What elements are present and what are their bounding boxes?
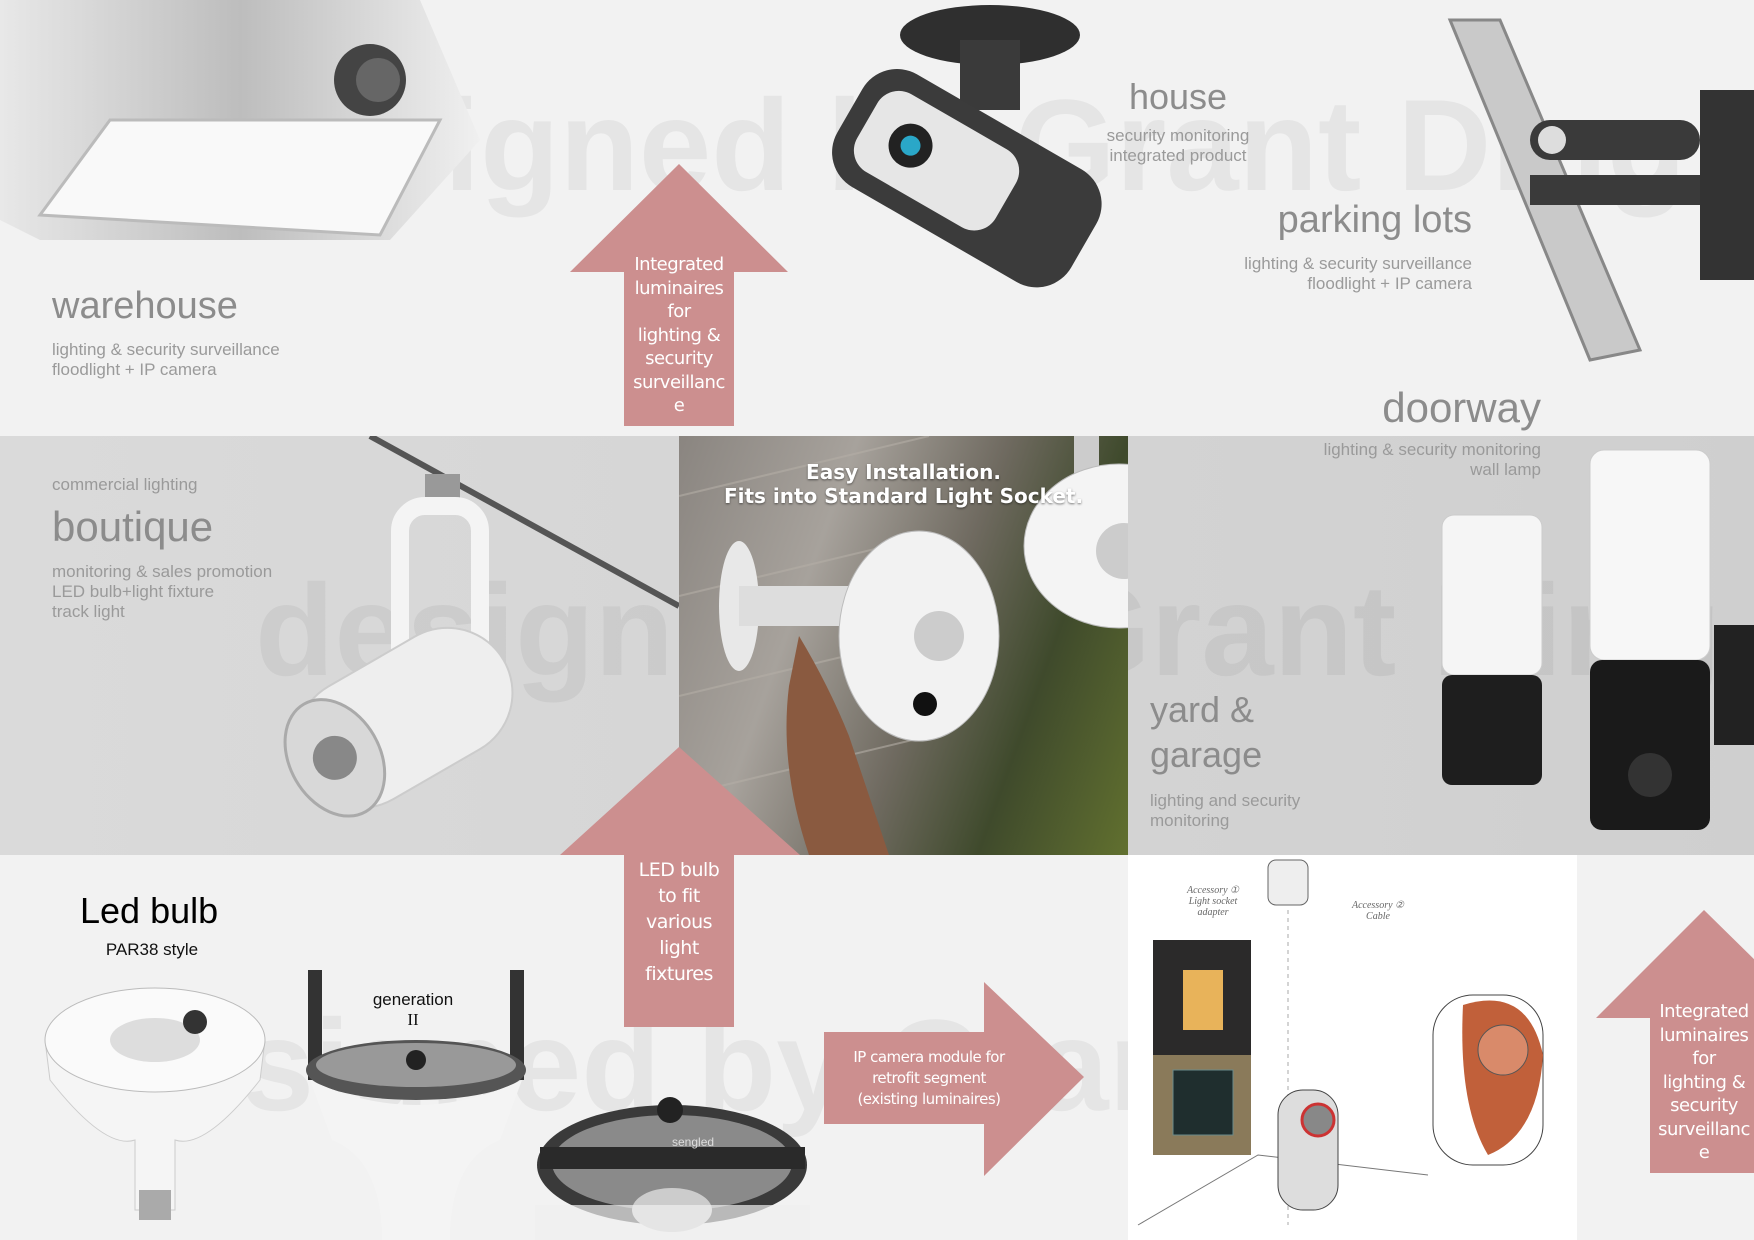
arrow-text-integrated: Integrated luminaires for lighting & sec… — [624, 253, 734, 418]
arrow-line: luminaires — [1659, 1024, 1749, 1046]
arrow-line: light — [659, 937, 699, 959]
up-arrow-integrated — [570, 164, 788, 426]
arrow-line: security — [1670, 1095, 1738, 1116]
arrow-text-integrated-right: Integrated luminaires for lighting & sec… — [1650, 1000, 1754, 1165]
arrow-line: security — [645, 348, 713, 369]
yard-garage-title: yard & garage — [1150, 687, 1262, 777]
arrow-line: surveillanc — [1658, 1118, 1750, 1140]
up-arrow-integrated-right — [1596, 910, 1754, 1173]
installation-caption: Easy Installation. Fits into Standard Li… — [679, 460, 1128, 508]
arrow-text-ip-camera: IP camera module for retrofit segment (e… — [824, 1047, 1034, 1110]
house-title: house — [1128, 76, 1228, 117]
arrow-line: lighting & — [1662, 1071, 1746, 1093]
sketch-panel: Accessory ① Light socket adapter Accesso… — [1128, 855, 1577, 1240]
arrow-line: e — [673, 395, 685, 416]
doorway-title: doorway — [1382, 384, 1541, 431]
arrow-line: (existing luminaires) — [857, 1090, 1001, 1108]
warehouse-subtitle: lighting & security surveillance floodli… — [52, 340, 280, 379]
led-bulb-subtitle: PAR38 style — [105, 940, 199, 959]
right-arrow-ip-camera — [824, 982, 1084, 1176]
boutique-kicker: commercial lighting — [52, 475, 198, 494]
generation-label: generation II — [353, 990, 473, 1030]
installation-line2: Fits into Standard Light Socket. — [723, 484, 1084, 508]
sketch-note-accessory2: Accessory ② Cable — [1343, 900, 1413, 922]
generation-number: II — [407, 1010, 419, 1029]
bulb-top-view-image — [535, 1097, 810, 1240]
installation-photo: Easy Installation. Fits into Standard Li… — [679, 436, 1128, 855]
arrow-line: IP camera module for — [853, 1048, 1005, 1066]
arrow-line: fixtures — [645, 963, 713, 985]
doorway-subtitle: lighting & security monitoring wall lamp — [1323, 440, 1541, 479]
boutique-title: boutique — [52, 503, 214, 550]
accessory1-label: Accessory ① — [1186, 885, 1239, 896]
parking-lots-subtitle: lighting & security surveillance floodli… — [1244, 254, 1472, 293]
sketch-note-accessory1: Accessory ① Light socket adapter — [1178, 885, 1248, 918]
arrow-line: various — [645, 911, 713, 933]
arrow-line: Integrated — [634, 254, 724, 275]
arrow-text-led-bulb: LED bulb to fit various light fixtures — [624, 857, 734, 987]
arrow-line: LED bulb — [638, 859, 720, 881]
arrow-line: for — [667, 301, 691, 322]
installation-line1: Easy Installation. — [806, 460, 1001, 484]
sengled-brand: sengled — [672, 1135, 715, 1149]
track-light-image — [283, 436, 679, 818]
yard-garage-subtitle: lighting and security monitoring — [1150, 791, 1301, 830]
arrow-line: retrofit segment — [872, 1069, 986, 1087]
up-arrow-led-bulb — [560, 747, 800, 1027]
yard-title-line1: yard & — [1150, 689, 1255, 730]
generation-two-bulb-image — [306, 970, 526, 1240]
arrow-line: e — [1698, 1142, 1710, 1163]
yard-title-line2: garage — [1150, 734, 1263, 775]
arrow-line: for — [1692, 1048, 1716, 1069]
warehouse-title: warehouse — [52, 285, 238, 327]
arrow-line: surveillanc — [633, 371, 725, 393]
arrow-line: lighting & — [637, 324, 721, 346]
accessory2-label: Accessory ② — [1351, 900, 1404, 911]
par38-bulb-image — [44, 987, 266, 1220]
parking-lot-light-image — [1447, 18, 1754, 362]
led-bulb-title: Led bulb — [80, 890, 219, 931]
boutique-subtitle: monitoring & sales promotion LED bulb+li… — [52, 562, 273, 621]
accessory1-desc: Light socket adapter — [1188, 896, 1238, 918]
generation-text: generation — [372, 990, 454, 1009]
arrow-line: to fit — [658, 885, 700, 907]
house-camera-image — [832, 5, 1102, 288]
arrow-line: Integrated — [1659, 1001, 1749, 1022]
floodlight-warehouse-image — [0, 0, 480, 240]
retrofit-sketch — [1137, 859, 1544, 1226]
accessory2-desc: Cable — [1366, 911, 1390, 922]
parking-lots-title: parking lots — [1277, 199, 1472, 241]
arrow-line: luminaires — [634, 277, 724, 299]
house-subtitle: security monitoring integrated product — [1106, 126, 1250, 165]
wall-lamps-image — [1441, 449, 1754, 830]
installation-photo-illustration — [679, 436, 1128, 855]
